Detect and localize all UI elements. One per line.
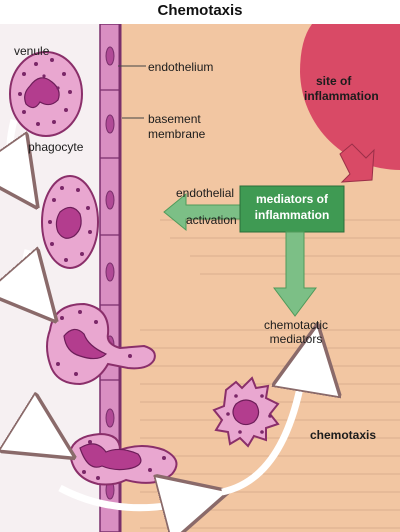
migration-arrows <box>10 119 312 508</box>
venule-label: venule <box>14 44 50 58</box>
figure-title: Chemotaxis <box>0 0 400 24</box>
site-of-inflammation-label-line2: inflammation <box>304 89 379 103</box>
chemotaxis-label: chemotaxis <box>310 428 377 442</box>
phagocyte-cell-1 <box>9 51 83 137</box>
mediators-label-line1: mediators of <box>255 192 328 206</box>
endothelial-activation-label-line1: endothelial <box>176 186 235 200</box>
chemotactic-arrow <box>273 231 317 317</box>
vessel-wall <box>99 24 122 532</box>
inflammation-site <box>300 24 400 170</box>
site-of-inflammation-label-line1: site of <box>316 74 352 88</box>
basement-membrane-label-line2: membrane <box>148 127 206 141</box>
phagocyte-cell-2 <box>41 175 99 269</box>
chemotactic-mediators-label-line1: chemotactic <box>263 318 329 332</box>
endothelium-label: endothelium <box>148 60 214 74</box>
phagocyte-cell-3 <box>46 302 156 386</box>
diagram-canvas <box>0 24 400 532</box>
basement-membrane-label-line1: basement <box>148 112 201 126</box>
phagocyte-cell-5 <box>212 376 280 448</box>
endothelial-activation-label-line2: activation <box>186 213 237 227</box>
phagocyte-label: phagocyte <box>28 140 84 154</box>
mediators-label-line2: inflammation <box>254 208 330 222</box>
mediators-box <box>239 185 345 233</box>
phagocyte-cell-4 <box>68 432 178 486</box>
leader-lines <box>118 65 146 119</box>
chemotactic-mediators-label-line2: mediators <box>269 332 323 346</box>
inflammation-arrow <box>339 143 375 183</box>
